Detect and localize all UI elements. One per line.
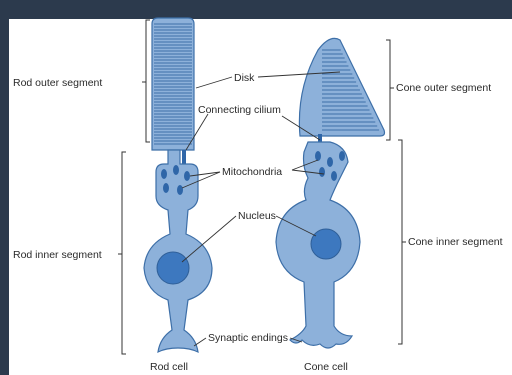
cone-inner-segment-label: Cone inner segment bbox=[408, 236, 503, 248]
synaptic-leader-rod bbox=[194, 338, 206, 346]
rod-mitochondrion bbox=[184, 171, 190, 181]
cone-nucleus bbox=[311, 229, 341, 259]
disk-label: Disk bbox=[234, 72, 255, 84]
cone-mitochondrion bbox=[327, 157, 333, 167]
rod-outer-brace bbox=[142, 20, 150, 142]
rod-mitochondrion bbox=[161, 169, 167, 179]
connecting-cilium-label: Connecting cilium bbox=[198, 104, 281, 116]
cone-outer-segment bbox=[299, 38, 384, 136]
rod-outer-segment-label: Rod outer segment bbox=[13, 77, 102, 89]
mitochondria-label: Mitochondria bbox=[222, 166, 282, 178]
synaptic-endings-label: Synaptic endings bbox=[208, 332, 288, 344]
rod-cell bbox=[144, 18, 212, 352]
rod-connecting-cilium bbox=[182, 150, 186, 164]
rod-inner-segment bbox=[144, 150, 212, 352]
rod-nucleus bbox=[157, 252, 189, 284]
rod-cell-caption: Rod cell bbox=[150, 361, 188, 373]
cone-mitochondrion bbox=[319, 167, 325, 177]
cone-mitochondrion bbox=[331, 171, 337, 181]
rod-mitochondrion bbox=[177, 185, 183, 195]
cone-outer-segment-label: Cone outer segment bbox=[396, 82, 491, 94]
cone-cell-caption: Cone cell bbox=[304, 361, 348, 373]
cone-outer-brace bbox=[386, 40, 394, 140]
rod-mitochondrion bbox=[173, 165, 179, 175]
cone-inner-brace bbox=[398, 140, 406, 344]
cone-mitochondrion bbox=[315, 151, 321, 161]
rod-inner-brace bbox=[118, 152, 126, 354]
cone-cell bbox=[276, 38, 385, 348]
rod-mitochondrion bbox=[163, 183, 169, 193]
rod-disk-stack bbox=[154, 24, 192, 144]
disk-leader-rod bbox=[196, 77, 232, 88]
cone-mitochondrion bbox=[339, 151, 345, 161]
rod-inner-segment-label: Rod inner segment bbox=[13, 249, 102, 261]
nucleus-label: Nucleus bbox=[238, 210, 276, 222]
